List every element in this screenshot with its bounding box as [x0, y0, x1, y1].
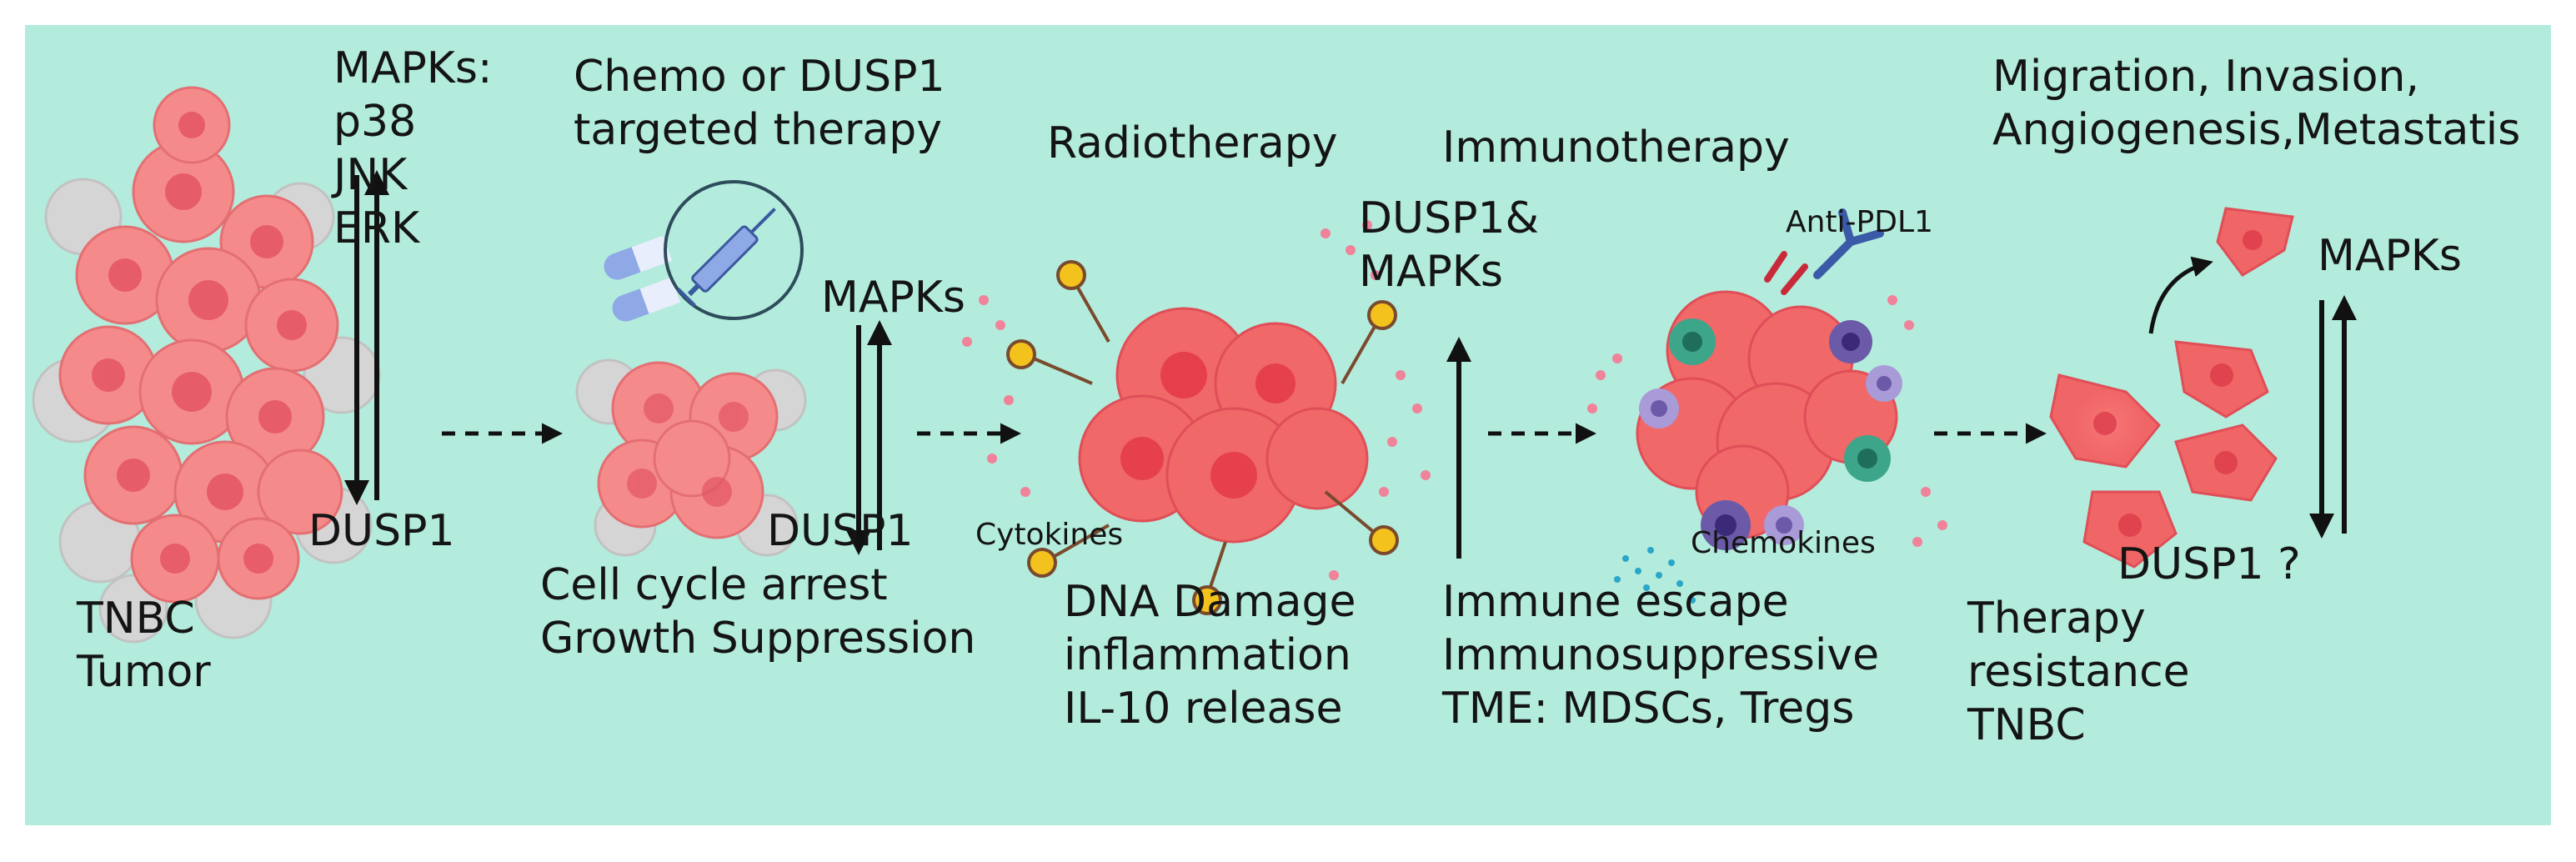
label-immunotherapy: Immunotherapy [1442, 123, 1790, 173]
radiation-symbol-icon [1006, 260, 1399, 615]
label-dusp1-q: DUSP1 ? [2117, 539, 2301, 589]
syringe-icon [664, 180, 804, 320]
label-dusp1-1: DUSP1 [308, 506, 455, 556]
diagram-artwork [32, 86, 2357, 644]
label-dusp1-2: DUSP1 [767, 506, 914, 556]
label-chemokines: Chemokines [1691, 526, 1876, 560]
irradiated-tumor-icon [1078, 307, 1369, 544]
label-migration: Migration, Invasion,Angiogenesis,Metasta… [1992, 52, 2521, 155]
antibody-icon [1764, 208, 1884, 295]
cytokine-dots [962, 220, 1431, 580]
label-mapks-2: MAPKs [821, 273, 965, 323]
immune-tumor-icon [1636, 290, 1902, 550]
pill-capsules-icon [604, 235, 681, 322]
migrating-cell-icon [2049, 207, 2294, 569]
cell-cluster-icon [575, 358, 807, 557]
label-anti-pdl1: Anti-PDL1 [1786, 205, 1933, 239]
label-radiotherapy: Radiotherapy [1047, 118, 1338, 168]
label-cytokines: Cytokines [975, 518, 1124, 552]
chemokine-dots [1614, 547, 1696, 604]
label-dusp1-mapks: DUSP1&MAPKs [1359, 193, 1540, 297]
immune-cell-icon [1639, 318, 1902, 550]
tumor-cluster-icon [32, 86, 381, 644]
label-mapks-3: MAPKs [2318, 231, 2462, 281]
